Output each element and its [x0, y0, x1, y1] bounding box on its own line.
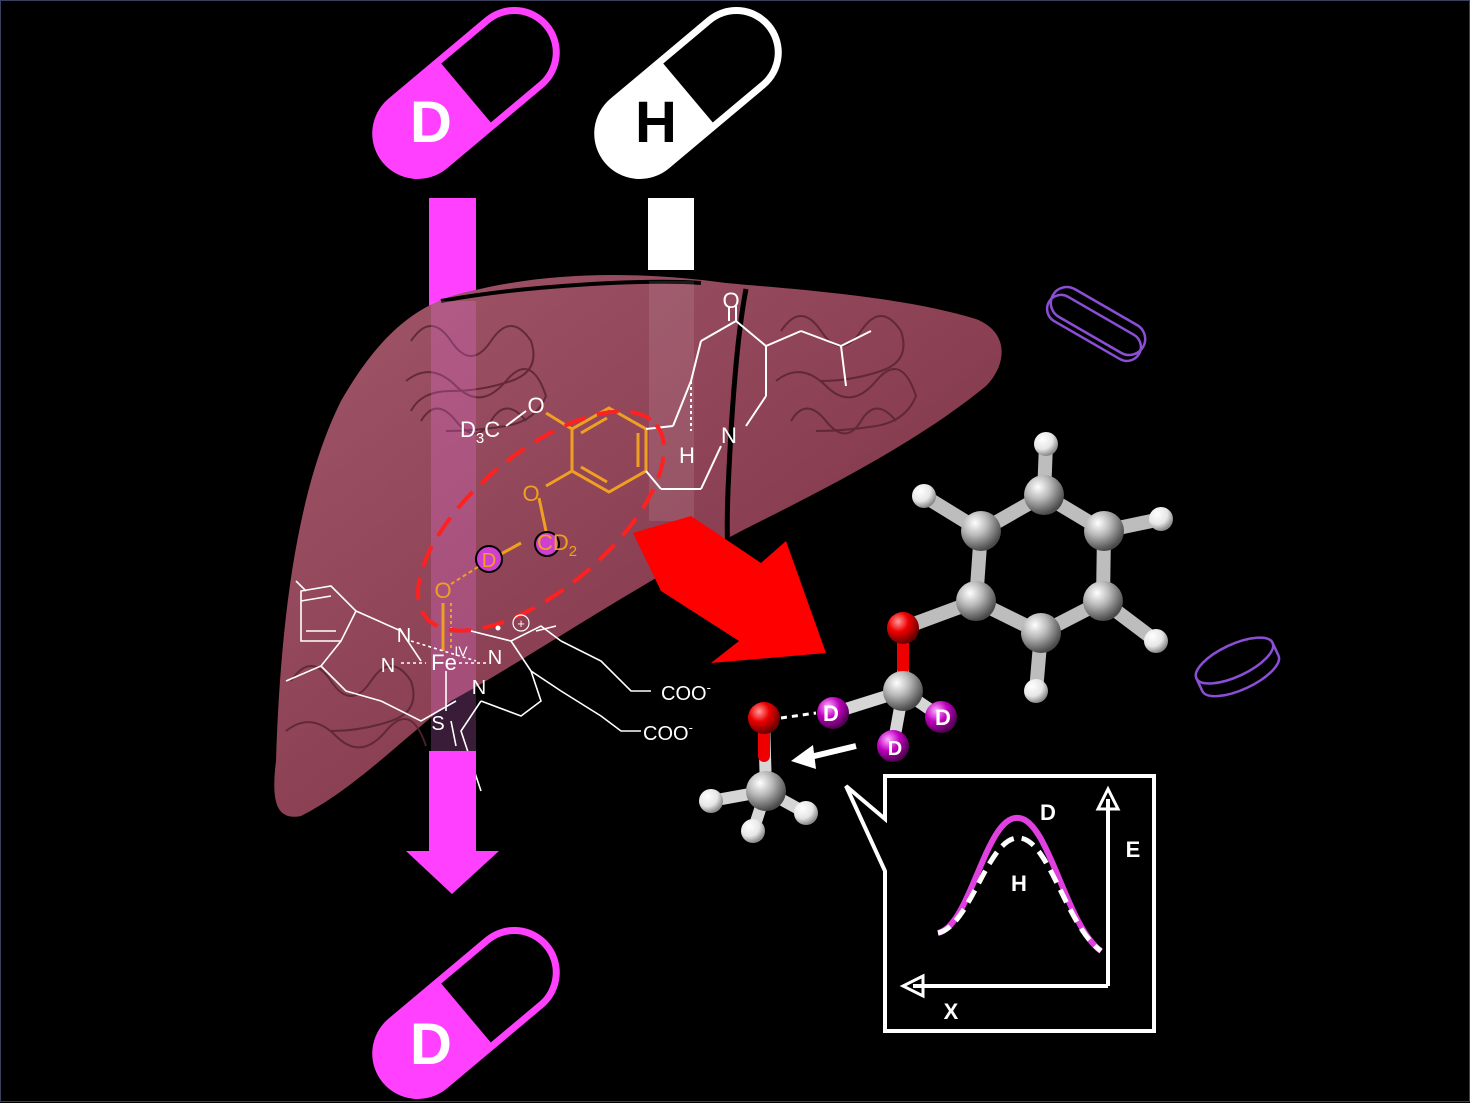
capsule-icon — [594, 7, 782, 179]
ball-and-stick-model: D D D — [699, 432, 1173, 843]
reaction-coordinate-label: X — [944, 999, 959, 1024]
deuterated-capsule-top — [372, 7, 560, 179]
d3c-label: D3C — [460, 417, 500, 447]
transferring-deuterium-atom — [475, 545, 503, 573]
hydrogen-atom — [794, 801, 818, 825]
transferring-deuterium-label: D — [482, 550, 496, 572]
stereo-hydrogen-label: H — [679, 443, 695, 468]
liver-body — [274, 274, 1002, 817]
tablet-outline-lower — [1194, 636, 1281, 698]
deuterated-flow-bar-bottom — [429, 751, 476, 851]
ether-oxygen-label: O — [522, 481, 539, 506]
heme-nitrogen-3: N — [488, 647, 502, 669]
cation-charge-circle — [512, 614, 530, 632]
deuterium-atom — [877, 730, 909, 762]
abstraction-dashed-bond — [780, 711, 817, 720]
energy-axis-label: E — [1126, 837, 1141, 862]
cd2-deuterium-bubble — [534, 531, 560, 557]
carbon-atom — [746, 771, 786, 811]
deuterated-capsule-bottom — [372, 927, 560, 1099]
oxygen-atom — [887, 612, 919, 644]
carbon-atom — [1083, 581, 1123, 621]
deuterium-atom — [925, 701, 957, 733]
heme-nitrogen-4: N — [472, 677, 486, 699]
carbon-atom — [1021, 613, 1061, 653]
hydrogen-atom — [1149, 507, 1173, 531]
drug-skeletal-structure — [505, 306, 872, 532]
transfer-arrowhead — [791, 745, 816, 769]
ferryl-oxygen-label: O — [434, 578, 451, 603]
curve-label-d: D — [1040, 800, 1056, 825]
tablet-outline-upper — [1045, 285, 1147, 363]
hydrogen-atom — [1024, 679, 1048, 703]
carboxylate-label-2: COO- — [643, 720, 693, 745]
hydrogen-flow-bar-top — [648, 198, 694, 270]
capsule-icon — [372, 927, 560, 1099]
deuterium-label-1: D — [823, 701, 839, 726]
cysteine-sulfur-label: S — [431, 713, 444, 735]
iron-oxidation-state: IV — [454, 643, 468, 659]
inset-callout-box — [844, 774, 1156, 1033]
methoxy-oxygen-label: O — [527, 393, 544, 418]
hydrogen-atom — [1034, 432, 1058, 456]
hydrogen-column-overlay — [649, 281, 694, 521]
deuterated-flow-arrowhead — [406, 851, 499, 894]
carbonyl-oxygen-label: O — [722, 288, 739, 313]
ring-nitrogen-label: N — [721, 423, 737, 448]
reaction-site-highlight — [416, 409, 666, 633]
capsule-letter-d-bottom: D — [410, 1012, 452, 1077]
hydrogen-atom — [741, 819, 765, 843]
capsule-letter-h-top: H — [635, 90, 677, 155]
heme-labels: N N N N Fe IV S + COO- COO- — [381, 614, 711, 745]
capsule-icon — [372, 7, 560, 179]
carbon-atom — [883, 671, 923, 711]
protein-ribbon-texture — [285, 315, 918, 749]
deuterium-atom — [817, 697, 849, 729]
zoom-in-arrow — [633, 516, 826, 663]
hydrogen-energy-curve — [937, 835, 1103, 954]
liver-illustration — [274, 274, 1002, 817]
cd2-label: CD2 — [537, 530, 577, 560]
curve-label-h: H — [1011, 871, 1027, 896]
carbon-atom — [1084, 511, 1124, 551]
carbon-atom — [961, 511, 1001, 551]
iron-label: Fe — [431, 650, 457, 675]
oxygen-atom — [748, 702, 780, 734]
cation-charge-label: + — [517, 616, 525, 631]
capsule-letter-d-top: D — [410, 90, 452, 155]
hydrogen-atom — [699, 789, 723, 813]
deuterium-label-2: D — [935, 705, 951, 730]
deuterated-column-overlay — [431, 301, 476, 751]
carboxylate-label-1: COO- — [661, 680, 711, 705]
hydrogen-atom — [912, 484, 936, 508]
carbon-atom — [1024, 475, 1064, 515]
hydrogen-atom — [1144, 629, 1168, 653]
deuterium-label-3: D — [888, 738, 902, 760]
heme-nitrogen-2: N — [381, 655, 395, 677]
radical-dot — [495, 625, 501, 631]
drug-skeletal-labels: O O D3C H N O — [460, 288, 740, 506]
energy-profile-inset: D H E X — [844, 774, 1156, 1033]
hydrogen-capsule-top — [594, 7, 782, 179]
heme-nitrogen-1: N — [397, 625, 411, 647]
carbon-atom — [956, 581, 996, 621]
